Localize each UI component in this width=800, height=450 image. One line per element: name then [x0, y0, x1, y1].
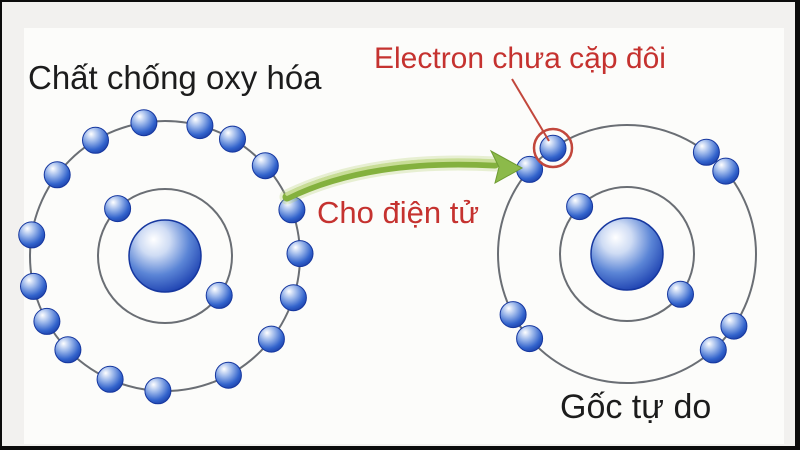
free-radical-label: Gốc tự do — [560, 388, 712, 426]
free-radical-atom-shell-2 — [497, 124, 757, 384]
free-radical-atom-electron — [566, 193, 594, 221]
antioxidant-atom-electron — [257, 325, 285, 353]
free-radical-atom-electron — [499, 301, 527, 329]
antioxidant-atom-electron — [205, 281, 233, 309]
antioxidant-atom-electron — [186, 112, 214, 140]
free-radical-atom-nucleus — [590, 217, 664, 291]
donate-arrow-head — [489, 149, 524, 184]
antioxidant-atom-electron — [20, 272, 47, 300]
antioxidant-atom-electron — [54, 336, 82, 364]
antioxidant-atom-electron — [104, 195, 132, 223]
free-radical-atom-electron — [712, 157, 740, 185]
antioxidant-atom-shell-1 — [97, 188, 233, 324]
free-radical-atom-electron — [516, 325, 544, 353]
antioxidant-atom-nucleus — [128, 219, 202, 293]
antioxidant-atom-electron — [33, 307, 61, 335]
free-radical-atom-electron — [699, 336, 727, 364]
free-radical-atom-shell-1 — [559, 186, 695, 322]
donate-electron-label: Cho điện tử — [317, 195, 480, 230]
antioxidant-atom-electron — [214, 361, 242, 389]
free-radical-atom-electron — [667, 280, 694, 308]
antioxidant-atom-electron — [130, 109, 158, 137]
antioxidant-atom-electron — [279, 284, 307, 312]
antioxidant-atom-electron — [286, 240, 314, 268]
free-radical-atom-electron — [692, 138, 720, 166]
unpaired-electron-label: Electron chưa cặp đôi — [374, 42, 666, 75]
antioxidant-atom-electron — [82, 126, 109, 154]
donate-arrow-highlight — [285, 158, 497, 196]
antioxidant-atom-electron — [219, 125, 246, 153]
antioxidant-atom-electron — [18, 221, 46, 249]
unpaired-electron-circle — [532, 127, 574, 169]
antioxidant-atom-electron — [144, 377, 172, 405]
antioxidant-atom-electron — [251, 152, 279, 180]
free-radical-atom-electron — [539, 134, 567, 162]
donate-arrow-shaft — [282, 158, 500, 202]
antioxidant-atom-electron — [96, 365, 124, 393]
antioxidant-atom-electron — [43, 161, 71, 189]
antioxidant-label: Chất chống oxy hóa — [28, 59, 322, 96]
free-radical-atom-electron — [720, 312, 748, 340]
